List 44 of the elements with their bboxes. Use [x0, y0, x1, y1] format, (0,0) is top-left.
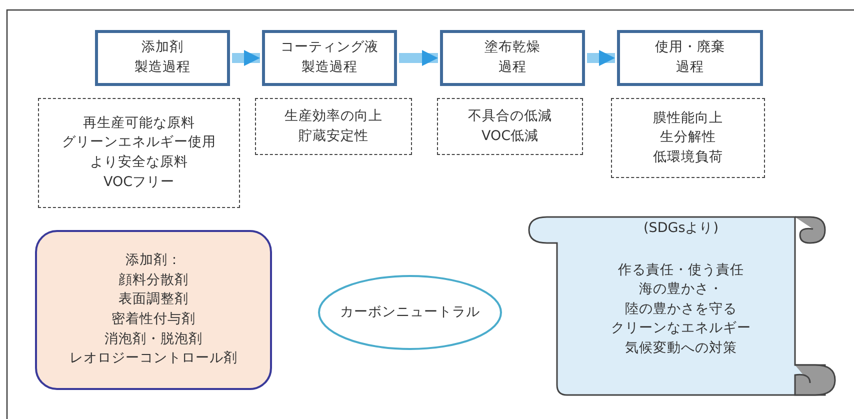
block-arrow — [587, 50, 615, 66]
text-line: グリーンエネルギー使用 — [62, 133, 216, 152]
process-box — [262, 30, 397, 86]
source-note: (SDGsより) — [644, 219, 718, 238]
text-line: 密着性付与剤 — [112, 310, 196, 329]
text-line: 消泡剤・脱泡剤 — [104, 330, 202, 349]
text-line: 製造過程 — [134, 58, 190, 77]
text-line: カーボンニュートラル — [340, 302, 480, 322]
heading-text: 添加剤： — [126, 251, 182, 270]
text-line: 過程 — [498, 58, 526, 77]
text-line: 貯蔵安定性 — [298, 126, 368, 146]
text-line: 膜性能向上 — [653, 108, 723, 128]
text-line: 使用・廃棄 — [655, 38, 725, 58]
rounded-box — [35, 230, 272, 390]
note-box — [38, 98, 240, 208]
text-line: VOC低減 — [481, 126, 539, 146]
text-line: 海の豊かさ・ — [639, 280, 723, 300]
text-line: レオロジーコントロール剤 — [70, 349, 238, 368]
text-line: 過程 — [676, 58, 704, 77]
note-box — [611, 98, 765, 178]
text-line: 陸の豊かさを守る — [625, 300, 737, 319]
text-line: VOCフリー — [103, 172, 175, 192]
text-line: 顔料分散剤 — [118, 270, 188, 290]
text-line: 添加剤 — [142, 38, 184, 58]
text-line: 生分解性 — [660, 128, 716, 148]
text-line: コーティング液 — [280, 38, 378, 58]
text-line: より安全な原料 — [90, 153, 188, 172]
block-arrow — [399, 50, 438, 66]
note-box — [255, 98, 412, 155]
text-line: クリーンなエネルギー — [611, 319, 751, 338]
process-box — [617, 30, 763, 86]
text-line: 表面調整剤 — [118, 290, 188, 310]
text-line: 製造過程 — [302, 58, 358, 77]
text-line: 再生産可能な原料 — [83, 114, 195, 133]
text-line: 不具合の低減 — [468, 106, 552, 126]
text-line: 気候変動への対策 — [625, 338, 737, 358]
text-line: 生産効率の向上 — [284, 106, 382, 126]
note-box — [437, 98, 583, 155]
process-box — [440, 30, 585, 86]
process-box — [95, 30, 230, 86]
block-arrow — [232, 50, 260, 66]
text-line: 作る責任・使う責任 — [618, 260, 744, 280]
text-line: 塗布乾燥 — [484, 38, 540, 58]
text-line: 低環境負荷 — [653, 148, 723, 167]
